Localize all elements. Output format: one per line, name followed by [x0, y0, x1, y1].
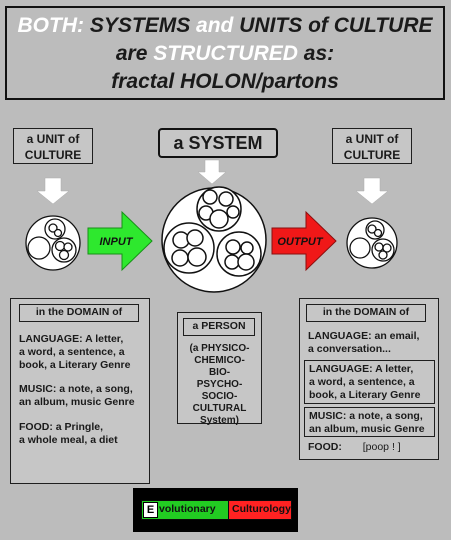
left-music-text: MUSIC: a note, a song, an album, music G…: [19, 383, 135, 408]
title-line-1: BOTH: SYSTEMS and UNITS of CULTURE: [17, 14, 433, 37]
brand-logo: E volutionary Culturology: [133, 488, 298, 532]
right-domain-header: in the DOMAIN of: [306, 304, 426, 322]
left-language-text: LANGUAGE: A letter, a word, a sentence, …: [19, 333, 131, 371]
person-header: a PERSON: [183, 318, 255, 336]
output-arrow-icon: [271, 210, 337, 272]
right-holon-icon: [346, 217, 398, 269]
brand-red-block: [228, 500, 292, 520]
system-holon-icon: [161, 186, 267, 293]
down-arrow-icon: [355, 177, 389, 205]
left-unit-box: a UNIT of CULTURE: [13, 128, 93, 164]
input-arrow-icon: [87, 210, 153, 272]
diagram-graphics: INPUT OUTPUT: [25, 159, 398, 293]
input-label: INPUT: [100, 236, 134, 248]
left-holon-icon: [25, 215, 81, 271]
left-domain-box: in the DOMAIN of LANGUAGE: A letter, a w…: [10, 298, 150, 484]
left-food-text: FOOD: a Pringle, a whole meal, a diet: [19, 421, 118, 446]
title-line-2: are STRUCTURED as:: [115, 42, 335, 65]
output-label: OUTPUT: [277, 236, 324, 248]
person-description: (a PHYSICO- CHEMICO- BIO- PSYCHO- SOCIO-…: [189, 343, 250, 426]
left-domain-header: in the DOMAIN of: [19, 304, 139, 322]
right-language-box-2: LANGUAGE: A letter, a word, a sentence, …: [304, 360, 435, 404]
right-food-text: FOOD: [poop ! ]: [308, 441, 401, 453]
brand-word-1: volutionary: [159, 503, 216, 515]
right-music-box: MUSIC: a note, a song, an album, music G…: [304, 407, 435, 437]
brand-initial: E: [143, 502, 158, 518]
down-arrow-icon: [197, 159, 227, 185]
down-arrow-icon: [36, 177, 70, 205]
title-line-3: fractal HOLON/partons: [111, 70, 339, 93]
title-box: BOTH: SYSTEMS and UNITS of CULTURE are S…: [5, 6, 445, 100]
right-unit-box: a UNIT of CULTURE: [332, 128, 412, 164]
person-box: a PERSON (a PHYSICO- CHEMICO- BIO- PSYCH…: [177, 312, 262, 426]
brand-word-2: Culturology: [232, 503, 291, 515]
system-label-box: a SYSTEM: [158, 128, 278, 158]
right-language-text-1: LANGUAGE: an email, a conversation...: [308, 330, 420, 355]
right-domain-box: in the DOMAIN of LANGUAGE: an email, a c…: [299, 298, 439, 460]
